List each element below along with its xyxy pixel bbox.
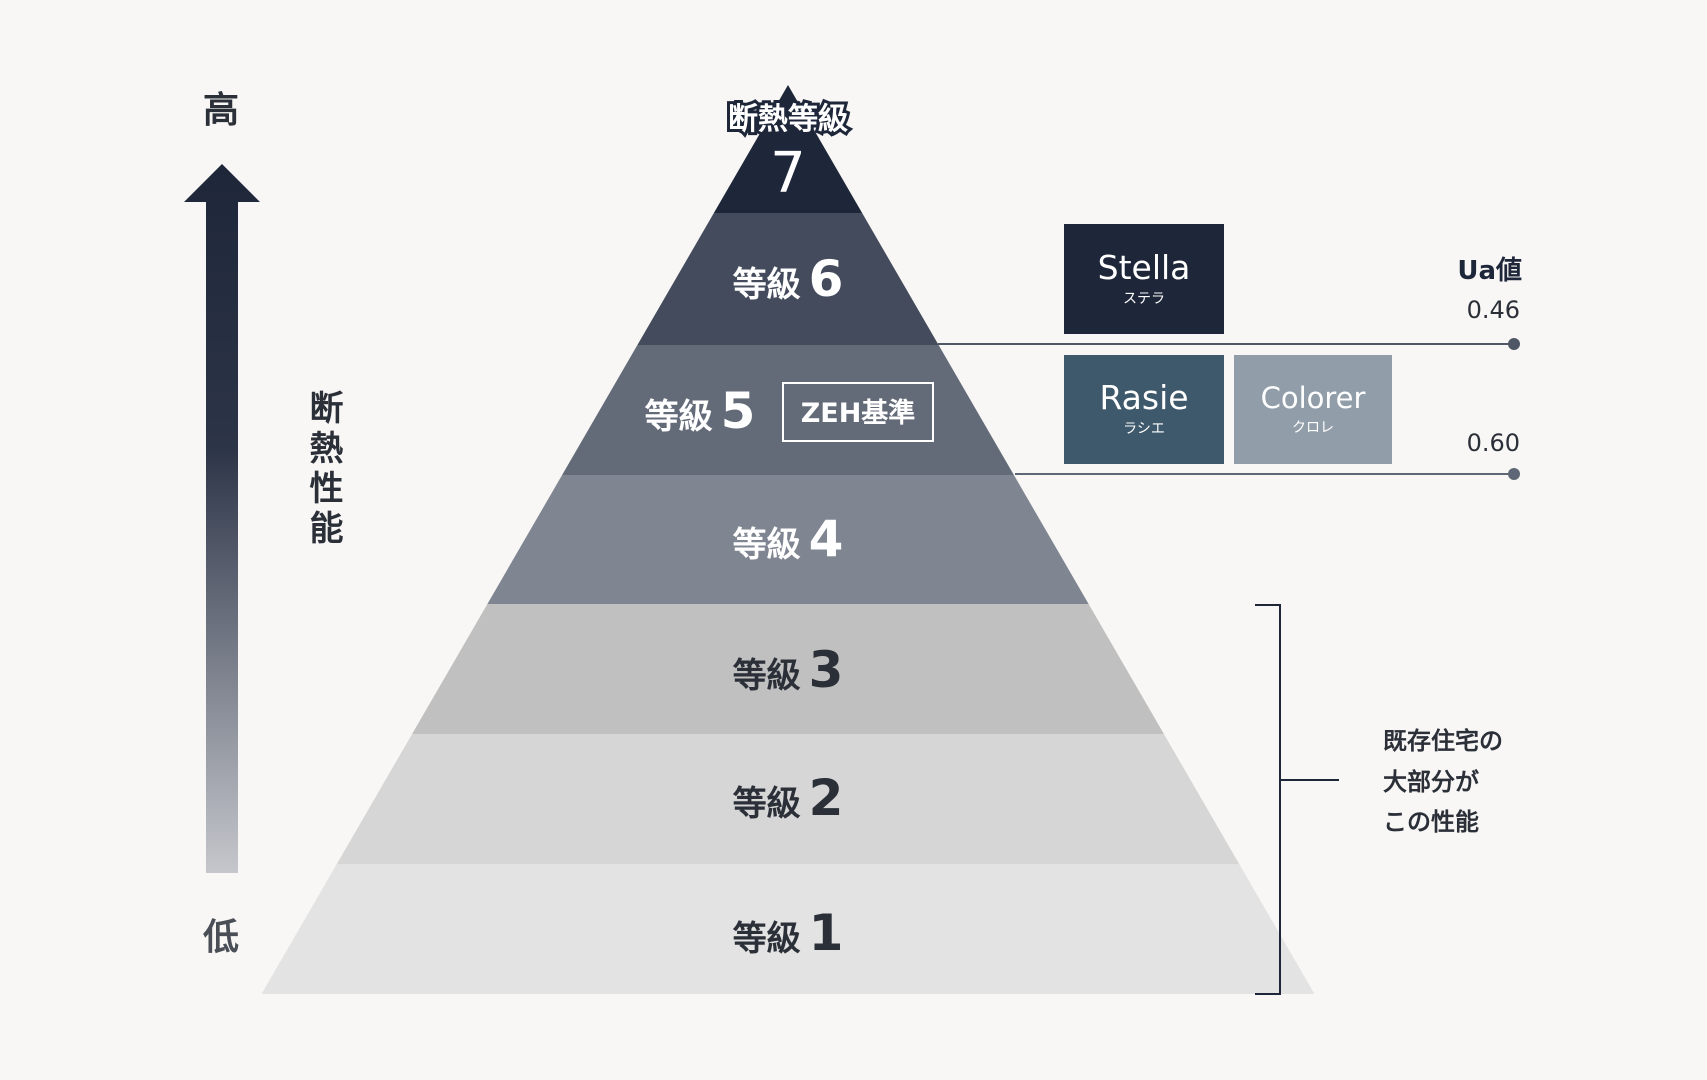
ua-value-046: 0.46	[1467, 296, 1520, 324]
svg-text:この性能: この性能	[1383, 808, 1479, 836]
axis-low-label: 低	[203, 917, 239, 958]
pyramid-tier-1	[261, 864, 1315, 994]
pyramid-tier-3	[412, 604, 1164, 734]
ua-value-060: 0.60	[1467, 429, 1520, 457]
level-7-number: 7	[770, 141, 806, 206]
svg-text:Stella: Stella	[1098, 248, 1191, 287]
ua-title: Ua値	[1457, 256, 1522, 286]
svg-text:Rasie: Rasie	[1099, 378, 1188, 417]
product-rasie: Rasie ラシエ	[1064, 355, 1224, 464]
pyramid-tier-5	[562, 345, 1014, 475]
svg-text:等級2: 等級2	[733, 769, 844, 827]
pyramid	[261, 85, 1315, 994]
existing-housing-note: 既存住宅の 大部分が この性能	[1383, 727, 1503, 836]
svg-text:ステラ: ステラ	[1123, 291, 1165, 307]
svg-text:クロレ: クロレ	[1292, 420, 1334, 436]
svg-text:大部分が: 大部分が	[1383, 768, 1479, 796]
pyramid-tier-7	[713, 85, 863, 213]
svg-text:等級1: 等級1	[733, 904, 844, 962]
level-7-title: 断熱等級	[728, 102, 848, 137]
svg-text:等級5: 等級5	[645, 382, 756, 440]
svg-text:既存住宅の: 既存住宅の	[1383, 727, 1503, 755]
svg-text:ラシエ: ラシエ	[1123, 421, 1165, 437]
ua-line-046	[938, 338, 1520, 350]
svg-text:Colorer: Colorer	[1261, 381, 1366, 415]
axis-label: 断熱性能	[303, 390, 343, 550]
pyramid-tier-4	[487, 475, 1089, 604]
svg-text:等級3: 等級3	[733, 641, 844, 699]
pyramid-tier-6	[637, 213, 939, 345]
pyramid-tier-2	[336, 734, 1240, 864]
performance-arrow-icon	[184, 164, 260, 873]
svg-text:等級4: 等級4	[733, 510, 844, 568]
axis-high-label: 高	[203, 90, 239, 131]
ua-line-060	[1015, 468, 1520, 480]
product-stella: Stella ステラ	[1064, 224, 1224, 334]
existing-housing-bracket	[1255, 604, 1339, 995]
svg-text:等級6: 等級6	[733, 250, 844, 308]
product-colorer: Colorer クロレ	[1234, 355, 1392, 464]
zeh-badge: ZEH基準	[782, 382, 934, 442]
svg-text:ZEH基準: ZEH基準	[801, 397, 916, 429]
